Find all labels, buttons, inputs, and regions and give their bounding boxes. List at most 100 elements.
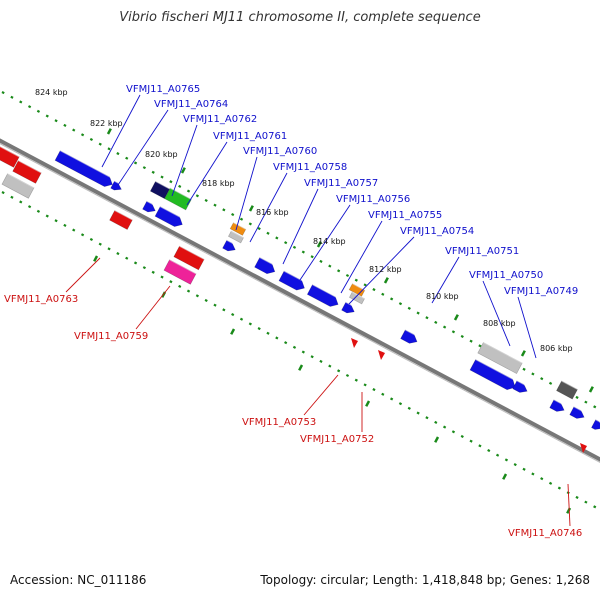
forward-gene-label[interactable]: VFMJ11_A0764: [154, 99, 228, 110]
outer-tick-rail: [178, 184, 182, 188]
outer-tick-rail: [213, 203, 217, 207]
inner-tick-rail: [390, 397, 394, 401]
outer-tick-rail: [540, 377, 544, 381]
outer-tick-rail: [231, 212, 235, 217]
major-tick: [180, 167, 186, 174]
outer-tick-rail: [407, 306, 411, 310]
forward-gene-label[interactable]: VFMJ11_A0754: [400, 226, 474, 237]
tick-label: 812 kbp: [369, 265, 402, 274]
inner-tick-rail: [195, 294, 199, 298]
outer-tick-rail: [328, 264, 332, 268]
reverse-gene-label[interactable]: VFMJ11_A0752: [300, 434, 374, 445]
inner-tick-rail: [487, 448, 491, 453]
inner-tick-rail: [231, 312, 235, 317]
inner-tick-rail: [540, 477, 544, 481]
inner-tick-rail: [337, 369, 341, 373]
forward-gene-label[interactable]: VFMJ11_A0749: [504, 286, 578, 297]
forward-gene: [110, 180, 124, 191]
outer-tick-rail: [1, 91, 5, 95]
forward-gene-label[interactable]: VFMJ11_A0761: [213, 131, 287, 142]
outer-tick-rail: [186, 189, 191, 193]
outer-tick-rail: [10, 95, 14, 99]
outer-tick-rail: [337, 269, 341, 273]
major-tick: [316, 241, 322, 248]
forward-gene: [306, 284, 341, 307]
outer-tick-rail: [442, 325, 447, 329]
inner-tick-rail: [292, 345, 297, 349]
forward-gene-label[interactable]: VFMJ11_A0751: [445, 246, 519, 257]
major-tick: [106, 128, 112, 135]
inner-tick-rail: [89, 237, 94, 242]
label-leader: [299, 204, 351, 281]
reverse-gene-label[interactable]: VFMJ11_A0763: [4, 294, 78, 305]
tick-label: 816 kbp: [256, 208, 289, 217]
outer-tick-rail: [425, 316, 429, 320]
outer-tick-rail: [363, 283, 367, 287]
inner-tick-rail: [142, 266, 147, 270]
outer-tick-rail: [451, 330, 456, 334]
outer-tick-rail: [469, 339, 473, 343]
major-tick: [365, 400, 371, 407]
forward-gene: [400, 329, 420, 344]
inner-tick-rail: [328, 364, 332, 368]
outer-tick-rail: [531, 372, 535, 376]
outer-tick-rail: [89, 137, 94, 142]
outer-tick-rail: [434, 320, 438, 324]
outer-tick-rail: [80, 133, 85, 137]
forward-gene: [149, 180, 171, 200]
forward-gene: [228, 230, 244, 244]
major-tick: [248, 205, 254, 212]
inner-tick-rail: [222, 308, 226, 312]
inner-tick-rail: [548, 481, 553, 485]
inner-tick-rail: [169, 280, 173, 284]
forward-gene-label[interactable]: VFMJ11_A0760: [243, 146, 317, 157]
inner-tick-rail: [301, 350, 305, 354]
inner-tick-rail: [381, 392, 385, 396]
forward-gene-label[interactable]: VFMJ11_A0765: [126, 84, 200, 95]
inner-tick-rail: [557, 486, 562, 490]
forward-gene-label[interactable]: VFMJ11_A0755: [368, 210, 442, 221]
major-tick: [588, 386, 594, 393]
label-leader: [186, 141, 228, 206]
reverse-gene-label[interactable]: VFMJ11_A0753: [242, 417, 316, 428]
outer-tick-rail: [460, 334, 464, 339]
inner-tick-rail: [10, 195, 14, 199]
inner-tick-rail: [363, 383, 367, 387]
inner-tick-rail: [372, 388, 376, 392]
forward-gene-label[interactable]: VFMJ11_A0757: [304, 178, 378, 189]
inner-tick-rail: [284, 341, 288, 345]
label-leader: [482, 280, 511, 347]
reverse-gene-label[interactable]: VFMJ11_A0746: [508, 528, 582, 539]
outer-tick-rail: [416, 311, 420, 315]
inner-tick-rail: [584, 500, 588, 504]
inner-tick-rail: [319, 359, 323, 363]
inner-tick-rail: [19, 200, 23, 204]
inner-tick-rail: [478, 444, 482, 448]
inner-tick-rail: [513, 463, 517, 467]
outer-tick-rail: [354, 278, 358, 282]
outer-tick-rail: [266, 231, 270, 235]
major-tick: [230, 328, 236, 335]
outer-tick-rail: [319, 259, 323, 263]
outer-tick-rail: [151, 170, 155, 174]
outer-tick-rail: [204, 198, 208, 203]
outer-tick-rail: [478, 344, 482, 348]
inner-tick-rail: [398, 402, 403, 406]
inner-tick-rail: [310, 355, 314, 359]
forward-gene-label[interactable]: VFMJ11_A0762: [183, 114, 257, 125]
forward-gene: [341, 301, 357, 314]
inner-tick-rail: [593, 505, 597, 509]
chromosome-backbone: [0, 138, 600, 462]
forward-gene-label[interactable]: VFMJ11_A0756: [336, 194, 410, 205]
outer-tick-rail: [27, 105, 32, 109]
inner-tick-rail: [204, 298, 208, 303]
outer-tick-rail: [593, 405, 597, 409]
forward-gene-label[interactable]: VFMJ11_A0758: [273, 162, 347, 173]
outer-tick-rail: [275, 236, 279, 240]
forward-gene-label[interactable]: VFMJ11_A0750: [469, 270, 543, 281]
inner-tick-rail: [407, 406, 411, 410]
outer-tick-rail: [195, 194, 199, 198]
outer-tick-rail: [19, 100, 23, 104]
reverse-gene-label[interactable]: VFMJ11_A0759: [74, 331, 148, 342]
